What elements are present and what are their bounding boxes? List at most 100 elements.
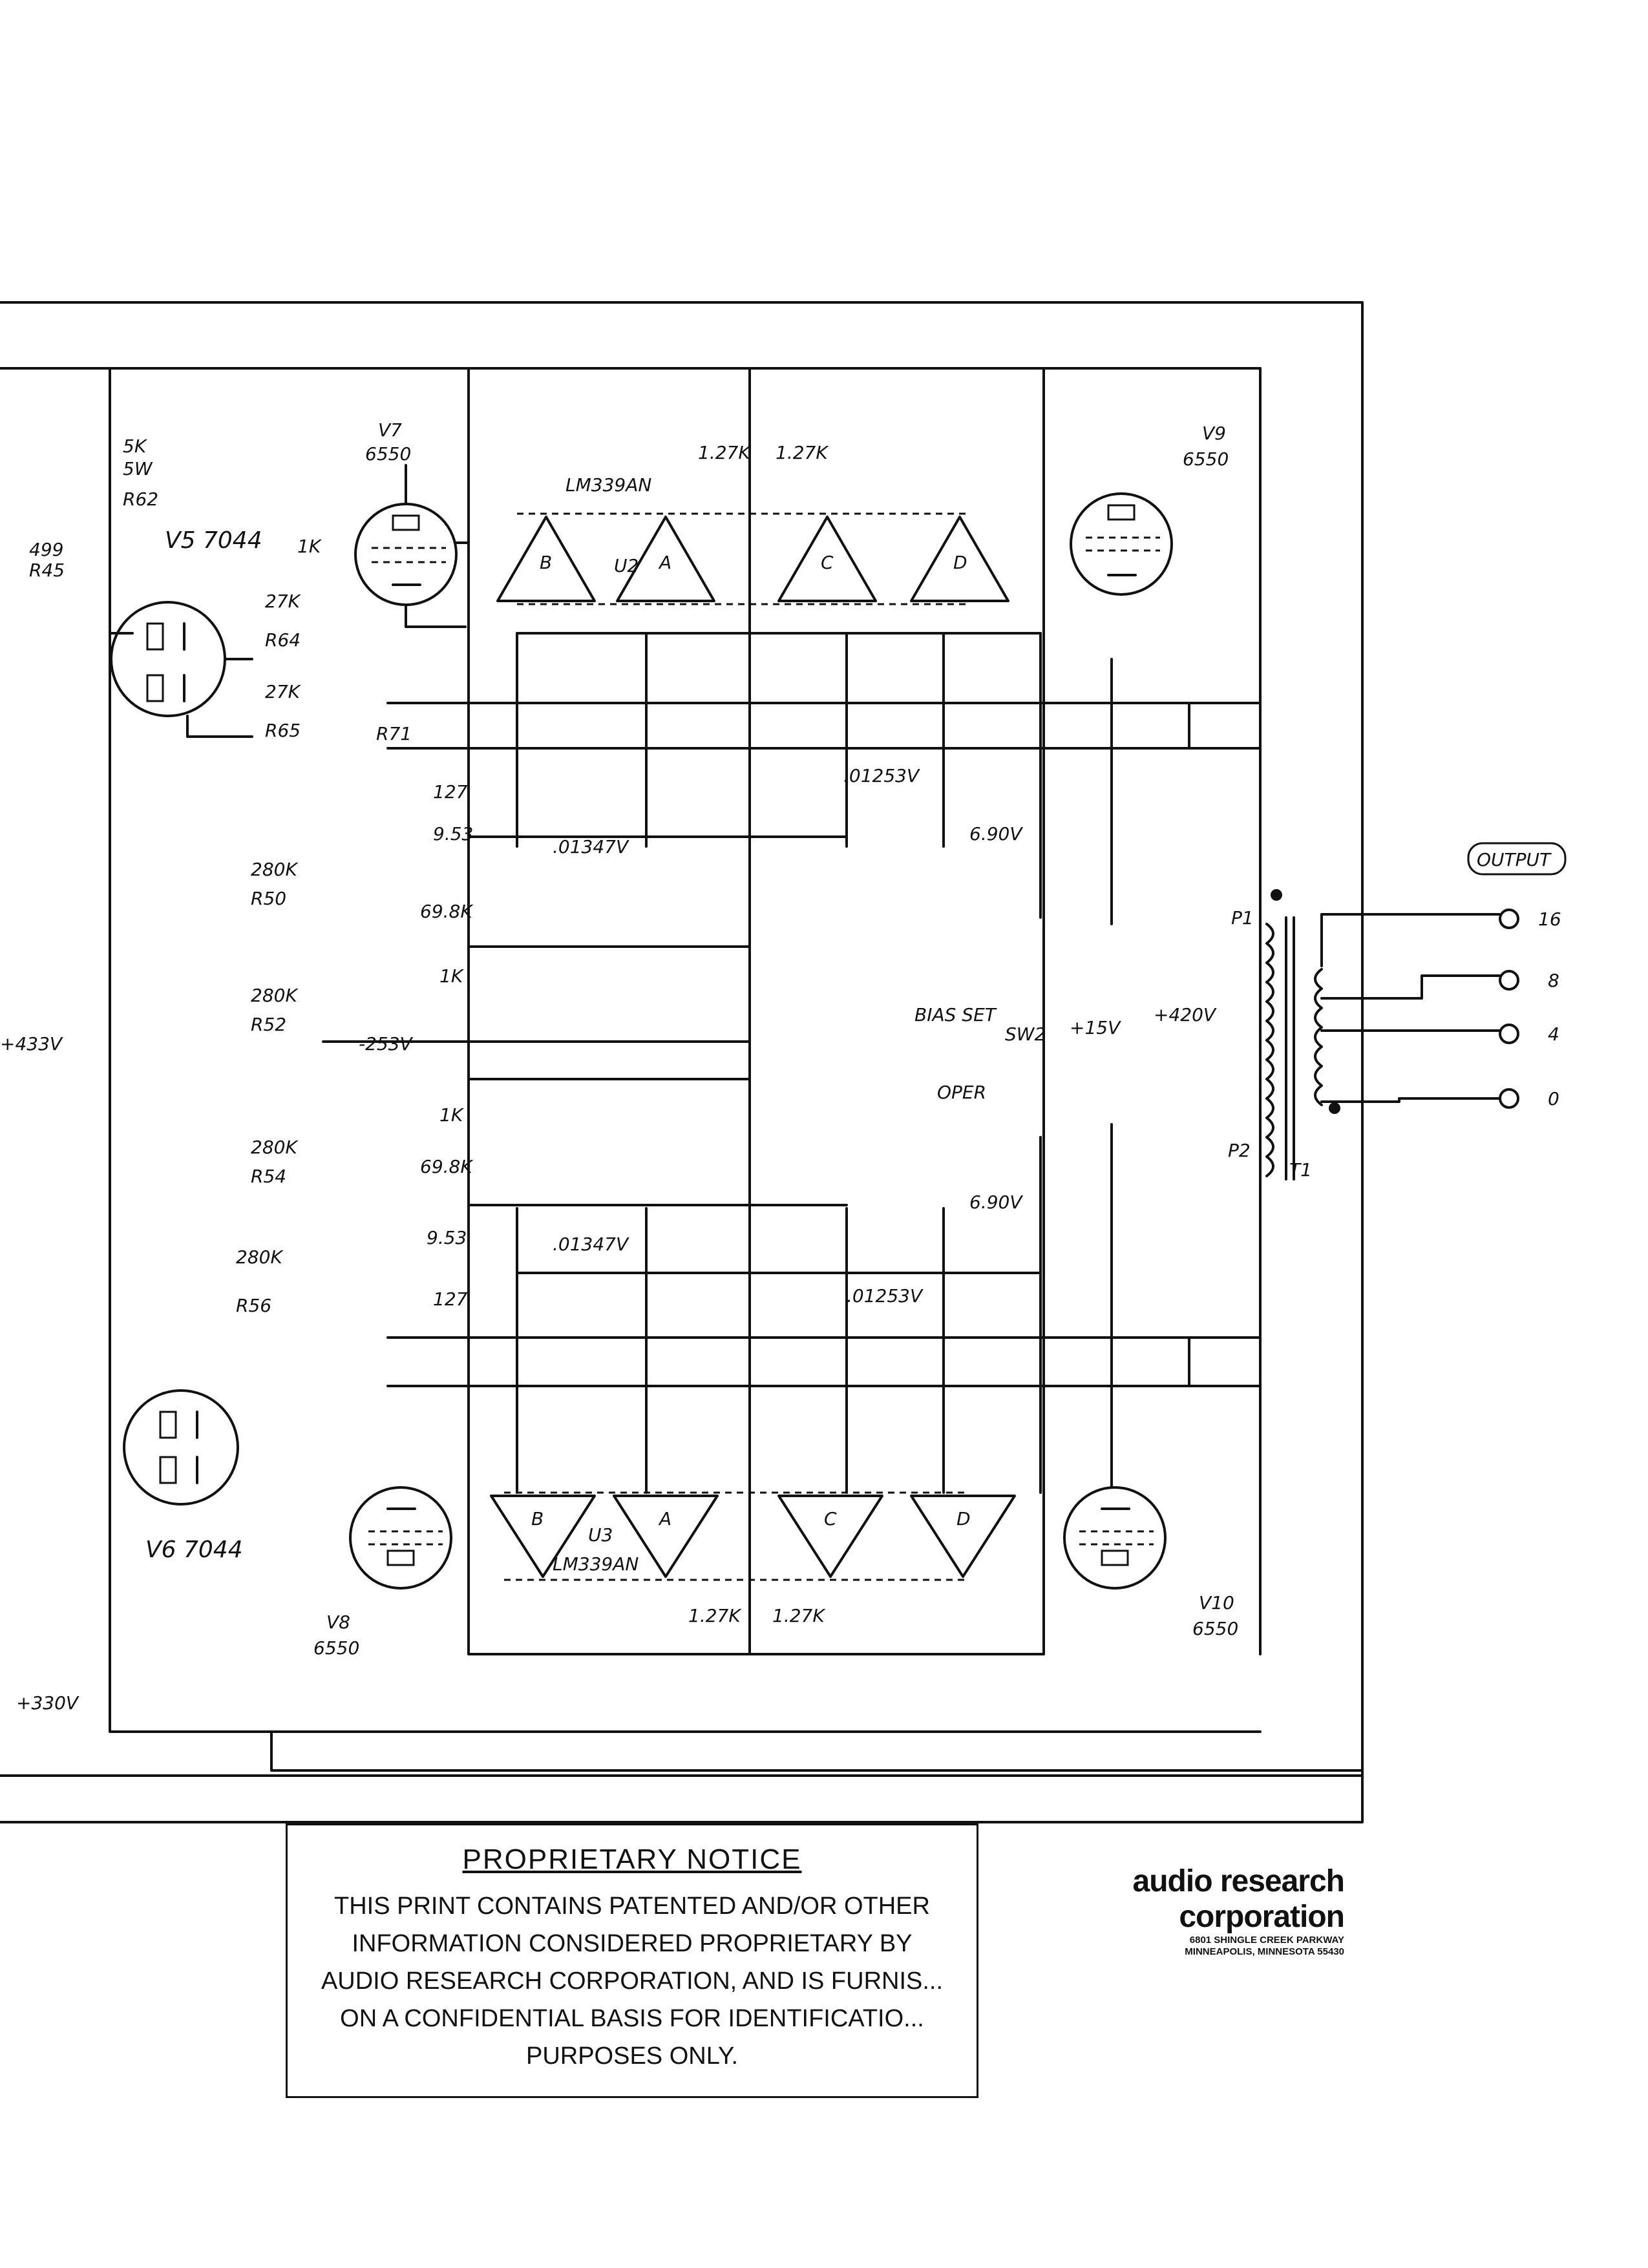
svg-text:280K: 280K — [251, 1137, 299, 1158]
svg-text:1.27K: 1.27K — [772, 1605, 826, 1626]
notice-line: AUDIO RESEARCH CORPORATION, AND IS FURNI… — [321, 1968, 944, 1995]
tube-v9: V9 6550 — [1070, 423, 1229, 596]
u3-a: A — [658, 1508, 671, 1529]
svg-text:6.90V: 6.90V — [969, 1192, 1023, 1213]
svg-text:R56: R56 — [236, 1295, 271, 1316]
v10-type: 6550 — [1192, 1618, 1238, 1639]
tube-v5: V5 7044 — [109, 527, 262, 738]
svg-text:+330V: +330V — [16, 1692, 79, 1714]
u2-label: U2 — [614, 555, 639, 576]
company-address-2: MINNEAPOLIS, MINNESOTA 55430 — [1185, 1946, 1344, 1957]
svg-text:R52: R52 — [251, 1014, 286, 1035]
svg-text:+420V: +420V — [1154, 1004, 1217, 1025]
signal-buses — [386, 367, 1262, 1655]
notice-line: THIS PRINT CONTAINS PATENTED AND/OR OTHE… — [334, 1893, 930, 1920]
svg-text:.01347V: .01347V — [553, 1234, 629, 1255]
svg-text:1K: 1K — [439, 1104, 465, 1126]
u2-a: A — [658, 552, 671, 573]
u2-c: C — [821, 552, 834, 573]
v10-label: V10 — [1199, 1592, 1234, 1613]
v6-label: V6 7044 — [145, 1537, 243, 1563]
transformer-t1: P1 P2 T1 — [1228, 889, 1501, 1181]
u3-d: D — [956, 1508, 971, 1529]
svg-text:R62: R62 — [123, 488, 158, 510]
tap-4: 4 — [1548, 1024, 1559, 1045]
svg-text:280K: 280K — [251, 985, 299, 1006]
u2-part: LM339AN — [565, 474, 651, 496]
v9-label: V9 — [1202, 423, 1226, 444]
svg-text:127: 127 — [433, 1288, 468, 1310]
svg-text:127: 127 — [433, 781, 468, 803]
t1-label: T1 — [1289, 1159, 1312, 1181]
company-name: audio research corporation — [1132, 1864, 1345, 1934]
svg-text:9.53: 9.53 — [433, 823, 473, 845]
svg-text:R54: R54 — [251, 1166, 286, 1187]
power-rails — [0, 367, 1364, 1772]
voltage-labels: .01347V .01253V 6.90V -253V +433V +330V … — [0, 765, 1217, 1714]
svg-text:BIAS SET: BIAS SET — [914, 1004, 997, 1025]
tap-0: 0 — [1548, 1088, 1559, 1109]
svg-text:27K: 27K — [265, 591, 302, 612]
svg-text:.01253V: .01253V — [847, 1285, 924, 1307]
frame — [0, 301, 1364, 1823]
svg-text:6.90V: 6.90V — [969, 823, 1023, 845]
notice-line: ON A CONFIDENTIAL BASIS FOR IDENTIFICATI… — [340, 2005, 924, 2032]
v8-type: 6550 — [313, 1637, 359, 1659]
svg-text:.01253V: .01253V — [843, 765, 920, 786]
svg-text:69.8K: 69.8K — [420, 901, 474, 922]
svg-text:5K: 5K — [123, 436, 148, 457]
notice-line: INFORMATION CONSIDERED PROPRIETARY BY — [352, 1930, 913, 1957]
switch-sw2: BIAS SET SW2 OPER — [914, 1004, 1046, 1103]
v7-label: V7 — [378, 419, 402, 441]
tube-v10: V10 6550 — [1063, 1486, 1238, 1639]
svg-text:.01347V: .01347V — [553, 836, 629, 857]
svg-text:R71: R71 — [376, 723, 412, 744]
svg-text:27K: 27K — [265, 681, 302, 702]
svg-text:5W: 5W — [123, 458, 153, 479]
svg-text:+433V: +433V — [0, 1033, 63, 1055]
company-block: audio research corporation 6801 SHINGLE … — [969, 1864, 1345, 1958]
svg-text:R50: R50 — [251, 888, 286, 909]
ic-u3: B A C D U3 LM339AN — [490, 1491, 1016, 1581]
svg-text:280K: 280K — [251, 859, 299, 880]
ic-u2: B A LM339AN U2 — [496, 474, 969, 605]
output-terminals: OUTPUT 16 8 4 0 — [1467, 842, 1567, 1109]
v7-type: 6550 — [365, 443, 411, 465]
u2-b: B — [540, 552, 552, 573]
svg-text:9.53: 9.53 — [427, 1227, 467, 1248]
svg-text:499: 499 — [29, 539, 63, 560]
svg-text:R45: R45 — [29, 560, 65, 581]
svg-text:SW2: SW2 — [1005, 1024, 1046, 1045]
u3-b: B — [531, 1508, 544, 1529]
t1-p2: P2 — [1228, 1140, 1251, 1161]
v8-label: V8 — [326, 1612, 350, 1633]
ic-u2-cd: C D — [777, 516, 1009, 602]
svg-text:1.27K: 1.27K — [688, 1605, 742, 1626]
tap-8: 8 — [1548, 970, 1559, 991]
t1-p1: P1 — [1231, 907, 1254, 929]
tube-v6: V6 7044 — [123, 1389, 243, 1563]
u3-part: LM339AN — [553, 1553, 639, 1575]
tap-16: 16 — [1538, 908, 1561, 930]
u3-label: U3 — [588, 1524, 613, 1546]
notice-line: PURPOSES ONLY. — [525, 2042, 739, 2070]
notice-title: PROPRIETARY NOTICE — [462, 1843, 802, 1875]
svg-text:1K: 1K — [439, 965, 465, 987]
tube-v8: V8 6550 — [313, 1486, 452, 1659]
u3-c: C — [824, 1508, 837, 1529]
svg-text:+15V: +15V — [1070, 1017, 1121, 1038]
v9-type: 6550 — [1183, 448, 1229, 470]
svg-text:1K: 1K — [297, 536, 322, 557]
svg-text:R64: R64 — [265, 629, 301, 651]
svg-text:-253V: -253V — [359, 1033, 414, 1055]
svg-text:OPER: OPER — [937, 1082, 986, 1103]
svg-text:R65: R65 — [265, 720, 301, 741]
tube-v7: V7 6550 — [354, 419, 470, 628]
v5-label: V5 7044 — [165, 527, 262, 554]
output-label: OUTPUT — [1477, 849, 1552, 870]
svg-text:1.27K: 1.27K — [776, 442, 829, 463]
svg-text:280K: 280K — [236, 1246, 284, 1268]
svg-text:69.8K: 69.8K — [420, 1156, 474, 1177]
component-labels: 5K 5W R62 499 R45 27K R64 27K R65 1K R71… — [29, 436, 829, 1626]
